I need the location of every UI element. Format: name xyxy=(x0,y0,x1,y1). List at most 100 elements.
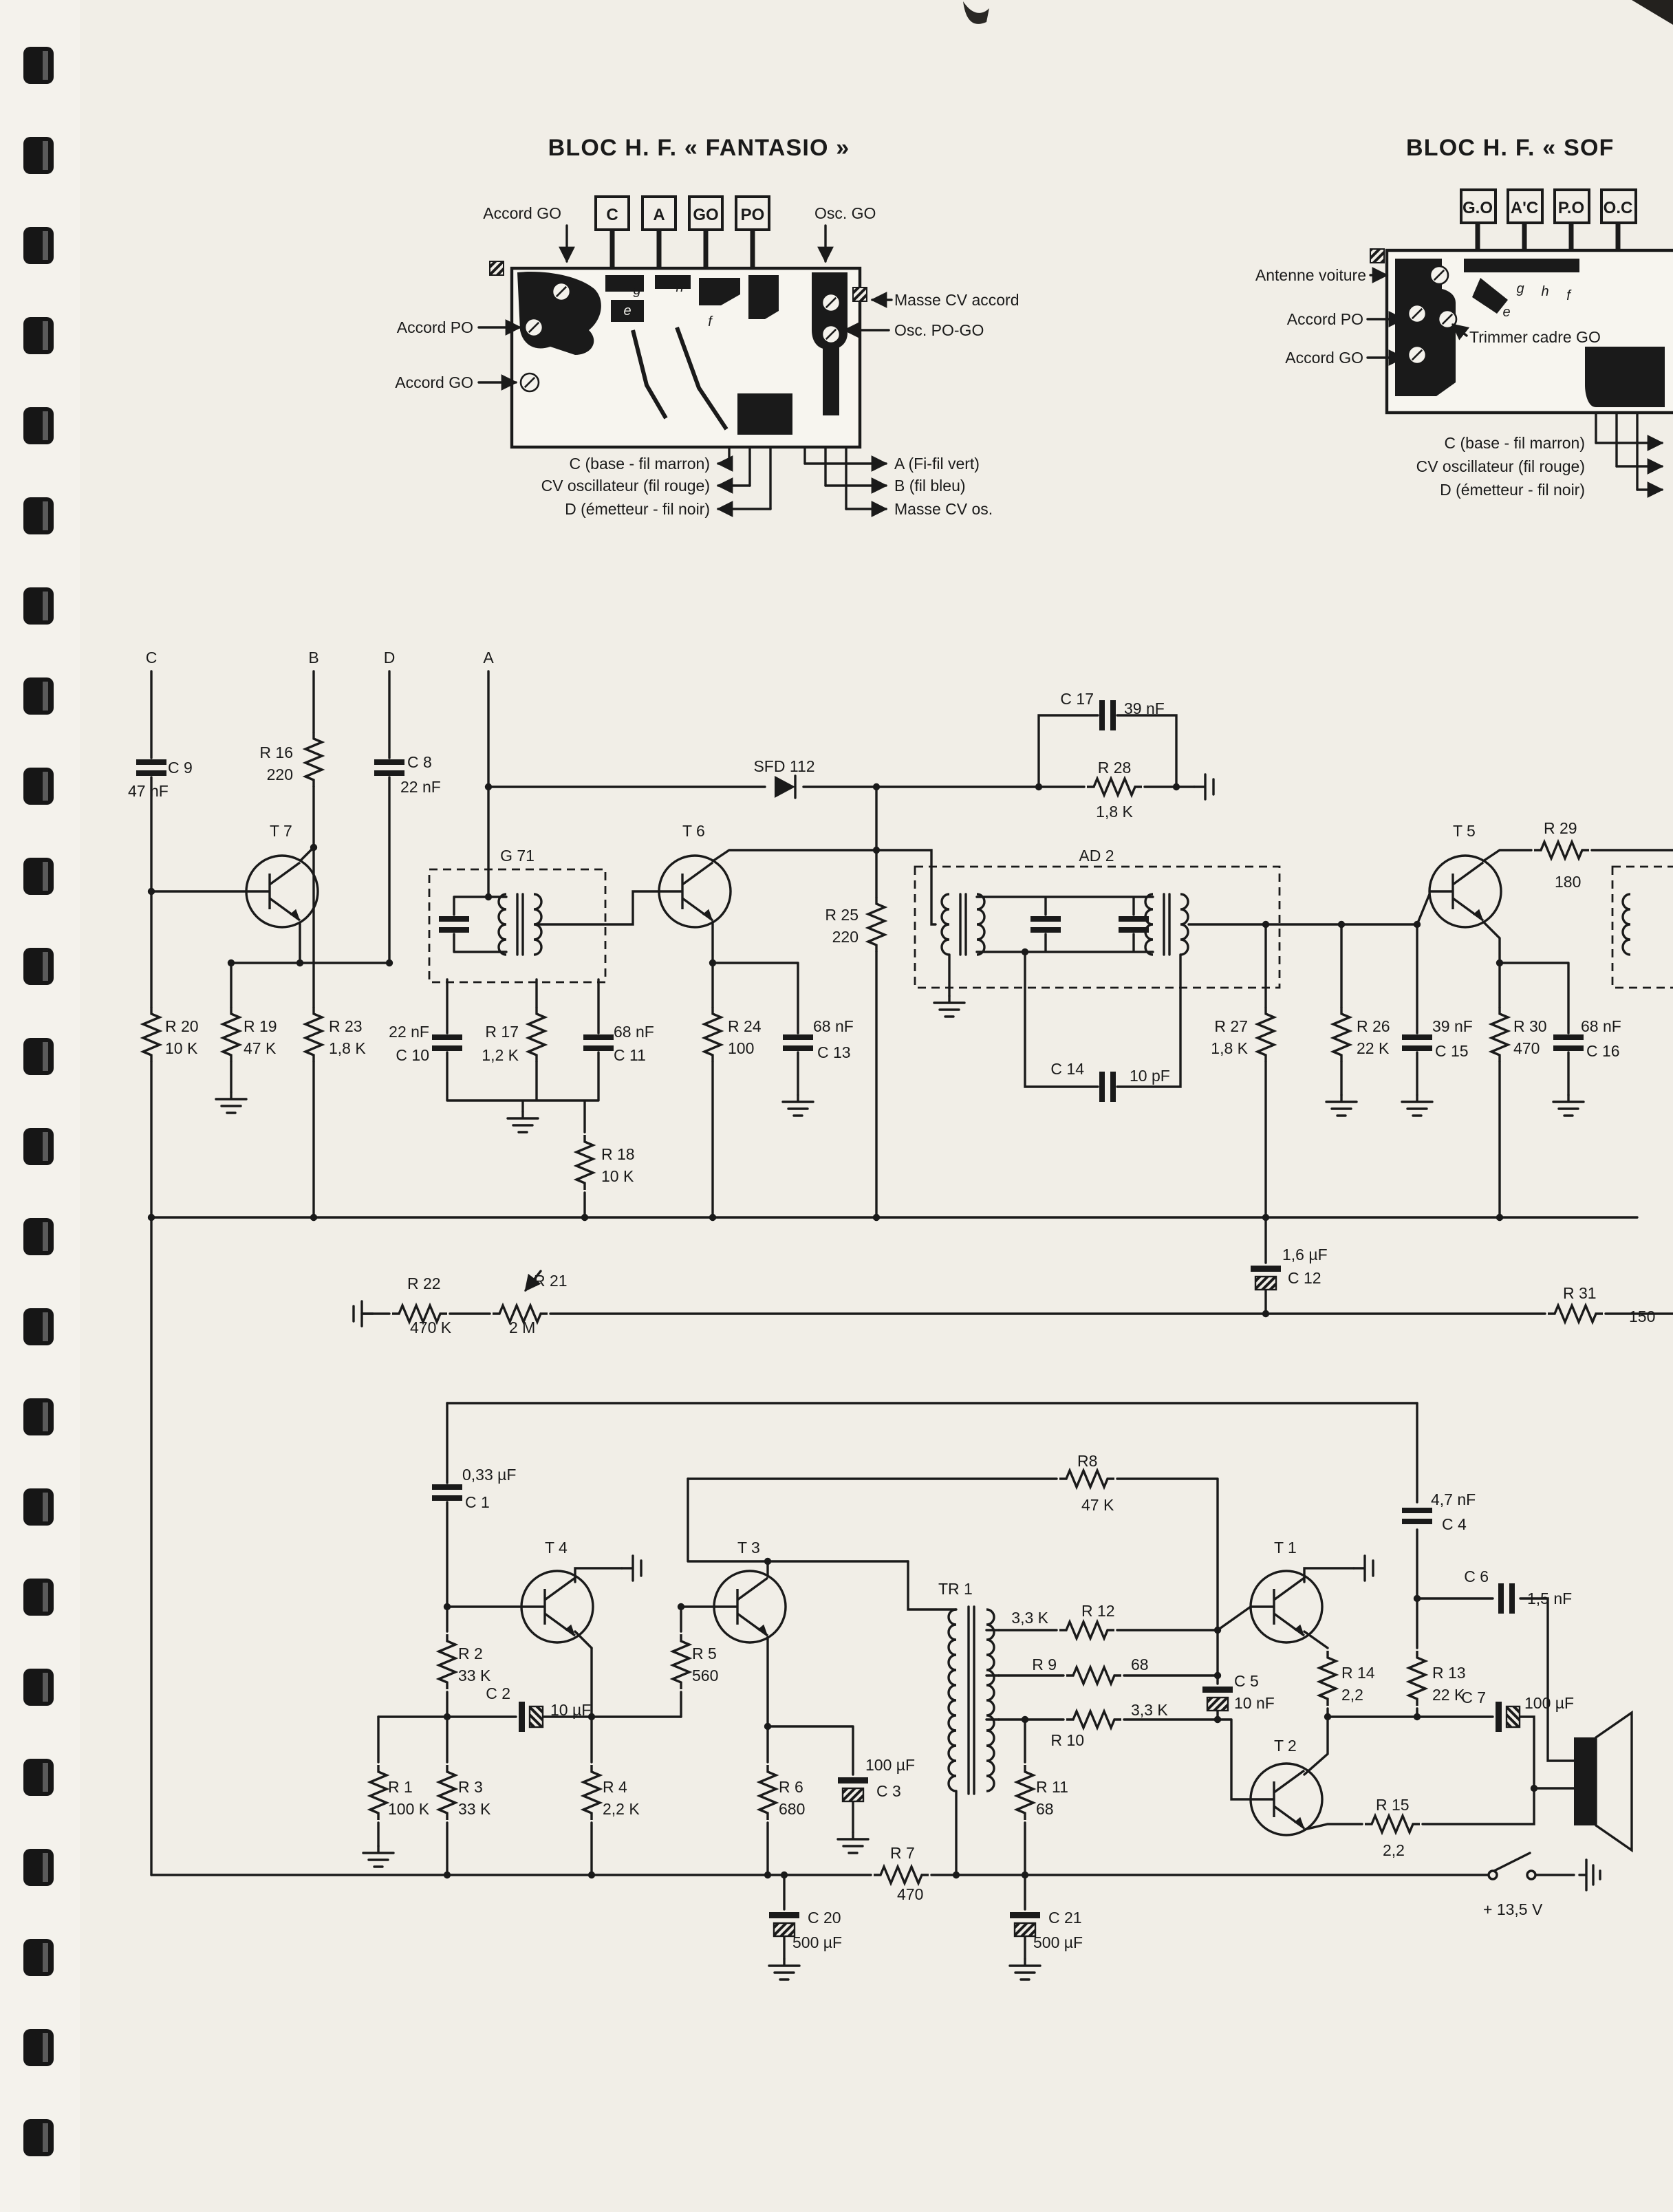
c8-val: 22 nF xyxy=(400,778,441,796)
c4-val: 4,7 nF xyxy=(1431,1490,1476,1508)
t5-name: T 5 xyxy=(1453,822,1476,840)
c9-name: C 9 xyxy=(168,759,193,777)
pl-letter-h: h xyxy=(676,280,683,295)
r6-name: R 6 xyxy=(779,1778,803,1796)
r27-val: 1,8 K xyxy=(1211,1039,1248,1057)
r26-name: R 26 xyxy=(1357,1017,1390,1035)
capacitor-C7 xyxy=(1494,1700,1521,1733)
c3-name: C 3 xyxy=(876,1782,901,1800)
binding-hole xyxy=(23,948,54,985)
r25-name: R 25 xyxy=(825,906,859,924)
r30-name: R 30 xyxy=(1513,1017,1547,1035)
binding-hole xyxy=(23,768,54,805)
pr-letter-g: g xyxy=(1516,281,1524,296)
r2-val: 33 K xyxy=(458,1667,491,1684)
t4-name: T 4 xyxy=(545,1539,568,1557)
c9-val: 47 nF xyxy=(128,782,169,800)
c5-val: 10 nF xyxy=(1234,1694,1275,1712)
binding-hole xyxy=(23,2119,54,2156)
c17-val: 39 nF xyxy=(1124,700,1165,717)
r17-name: R 17 xyxy=(485,1023,519,1041)
r13-val: 22 K xyxy=(1432,1686,1465,1704)
r20-name: R 20 xyxy=(165,1017,199,1035)
r15-name: R 15 xyxy=(1376,1796,1410,1814)
c1-name: C 1 xyxy=(465,1493,490,1511)
accord-po-screw-icon xyxy=(524,317,544,338)
binding-hole-highlight xyxy=(43,592,48,620)
c16-name: C 16 xyxy=(1586,1042,1620,1060)
r9-name: R 9 xyxy=(1032,1656,1057,1673)
binding-hole-highlight xyxy=(43,1042,48,1071)
r25-val: 220 xyxy=(832,928,859,946)
wire-c: C xyxy=(146,649,158,666)
binding-hole-highlight xyxy=(43,51,48,80)
r30-val: 470 xyxy=(1513,1039,1540,1057)
c13-name: C 13 xyxy=(817,1043,851,1061)
pad-screw-icon xyxy=(821,292,841,313)
module-AD2-box xyxy=(914,865,1281,989)
binding-hole xyxy=(23,1128,54,1165)
c6-name: C 6 xyxy=(1464,1568,1489,1585)
r14-val: 2,2 xyxy=(1341,1686,1363,1704)
c4-name: C 4 xyxy=(1442,1515,1467,1533)
c20-val: 500 µF xyxy=(792,1933,842,1951)
c2-name: C 2 xyxy=(486,1684,510,1702)
junction-dots xyxy=(147,783,1538,1879)
r4-val: 2,2 K xyxy=(603,1800,640,1818)
r22-val: 470 K xyxy=(410,1319,452,1336)
r5-name: R 5 xyxy=(692,1645,717,1662)
pr-letter-h: h xyxy=(1541,284,1548,299)
pl-letter-f: f xyxy=(708,314,713,329)
tr1-name: TR 1 xyxy=(938,1580,973,1598)
pr-d-emetteur: D (émetteur - fil noir) xyxy=(1440,481,1585,499)
c2-val: 10 µF xyxy=(550,1701,591,1719)
binding-hole-highlight xyxy=(43,1583,48,1612)
pr-conn-ac: A'C xyxy=(1511,199,1538,217)
c16-val: 68 nF xyxy=(1581,1017,1621,1035)
binding-hole xyxy=(23,497,54,534)
pr-antenne: Antenne voiture xyxy=(1255,266,1366,284)
binding-hole xyxy=(23,1398,54,1435)
r22-name: R 22 xyxy=(407,1275,441,1292)
pcb-sof xyxy=(1366,188,1673,498)
binding-margin xyxy=(0,0,80,2212)
pl-accord-po: Accord PO xyxy=(397,318,473,336)
t7-name: T 7 xyxy=(270,822,292,840)
pl-a-fi: A (Fi-fil vert) xyxy=(894,455,980,473)
c11-val: 68 nF xyxy=(614,1023,654,1041)
pl-osc-go: Osc. GO xyxy=(814,204,876,222)
schematic-labels: BLOC H. F. « FANTASIO »BLOC H. F. « SOFA… xyxy=(128,135,1655,1951)
r2-name: R 2 xyxy=(458,1645,483,1662)
pl-cv-osc: CV oscillateur (fil rouge) xyxy=(541,477,710,495)
binding-hole xyxy=(23,1939,54,1976)
module-G71-box xyxy=(428,868,607,984)
capacitor-C20 xyxy=(768,1911,801,1938)
binding-hole xyxy=(23,1308,54,1345)
r31-name: R 31 xyxy=(1563,1284,1597,1302)
module-cut-box xyxy=(1611,865,1673,989)
c10-name: C 10 xyxy=(396,1046,429,1064)
r23-name: R 23 xyxy=(329,1017,363,1035)
pcb-fantasio xyxy=(477,195,893,517)
binding-hole-highlight xyxy=(43,1763,48,1792)
r29-name: R 29 xyxy=(1544,819,1577,837)
pl-c-base: C (base - fil marron) xyxy=(570,455,710,473)
af-section-wires xyxy=(150,1216,1575,1960)
binding-hole-highlight xyxy=(43,321,48,350)
r27-name: R 27 xyxy=(1214,1017,1248,1035)
r14-name: R 14 xyxy=(1341,1664,1375,1682)
r19-name: R 19 xyxy=(244,1017,277,1035)
pr-letter-e: e xyxy=(1502,305,1510,320)
binding-hole xyxy=(23,47,54,84)
wire-b: B xyxy=(308,649,319,666)
binding-hole-highlight xyxy=(43,1493,48,1521)
r5-val: 560 xyxy=(692,1667,718,1684)
r17-val: 1,2 K xyxy=(482,1046,519,1064)
pl-d-emetteur: D (émetteur - fil noir) xyxy=(565,500,710,518)
binding-hole-highlight xyxy=(43,501,48,530)
c11-name: C 11 xyxy=(614,1046,646,1064)
g71-name: G 71 xyxy=(500,847,535,865)
r8-val: 47 K xyxy=(1081,1496,1114,1514)
